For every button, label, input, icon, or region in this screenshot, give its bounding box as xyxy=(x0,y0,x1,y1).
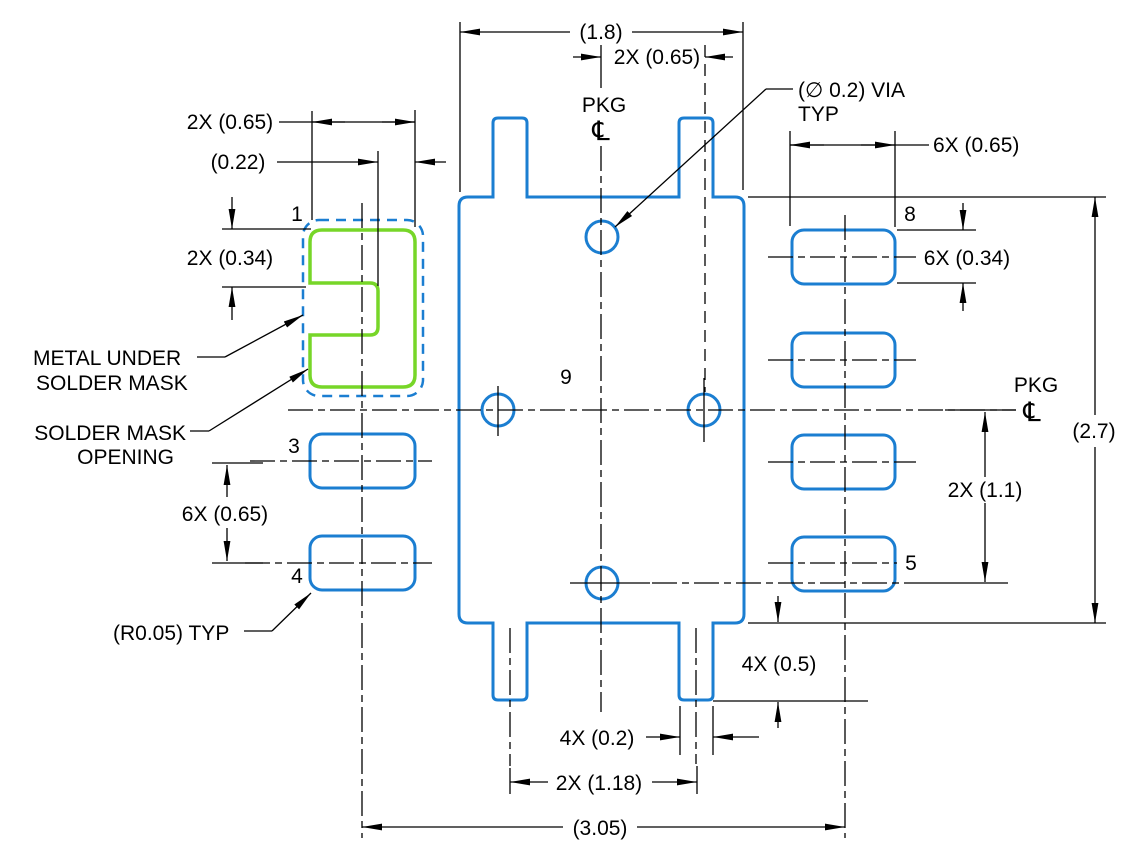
dim-6x034-right-label: 6X (0.34) xyxy=(924,247,1010,270)
via-leader-diagonal xyxy=(614,88,767,228)
r005-typ-label: (R0.05) TYP xyxy=(113,622,229,645)
pin-3-label: 3 xyxy=(288,435,300,458)
dim-2-7-label: (2.7) xyxy=(1072,420,1115,443)
mask-leader-diagonal xyxy=(208,368,309,432)
dim-4x05-label: 4X (0.5) xyxy=(742,653,817,676)
solder-mask-opening-label-line1: SOLDER MASK xyxy=(34,422,186,445)
dim-1-8-label: (1.8) xyxy=(579,21,622,44)
pkg-right-label: PKG xyxy=(1014,374,1058,397)
solder-mask-opening-outline xyxy=(301,218,425,398)
solder-mask-layer xyxy=(301,218,425,398)
via-callout-line1: (∅ 0.2) VIA xyxy=(798,79,905,102)
dim-4x02-label: 4X (0.2) xyxy=(560,727,635,750)
via-callout-line2: TYP xyxy=(798,103,839,126)
r005-leader-diagonal xyxy=(271,592,312,632)
dim-2x065-top-label: 2X (0.65) xyxy=(614,46,700,69)
dim-6x065-left-label: 6X (0.65) xyxy=(182,503,268,526)
dim-6x065-right-label: 6X (0.65) xyxy=(933,134,1019,157)
metal-under-mask-label-line1: METAL UNDER xyxy=(33,347,181,370)
pin-8-label: 8 xyxy=(904,203,916,226)
copper-layer xyxy=(308,116,897,702)
solder-mask-opening-label-line2: OPENING xyxy=(77,446,174,469)
pin-5-label: 5 xyxy=(905,552,917,575)
dim-0-22-label: (0.22) xyxy=(211,151,266,174)
pkg-top-centerline-symbol: ℄ xyxy=(591,116,610,146)
metal-layer xyxy=(308,228,417,389)
dim-3-05-label: (3.05) xyxy=(573,817,628,840)
annotations: (1.8) 2X (0.65) PKG ℄ (∅ 0.2) VIA TYP 6X… xyxy=(33,21,1116,840)
pkg-top-label: PKG xyxy=(582,94,626,117)
pin-9-label: 9 xyxy=(560,366,572,389)
pad-1-metal-outline xyxy=(308,228,417,389)
dim-2x065-left-label: 2X (0.65) xyxy=(187,111,273,134)
centerlines xyxy=(245,146,1016,838)
dim-2x1-1-label: 2X (1.1) xyxy=(948,479,1023,502)
metal-under-mask-label-line2: SOLDER MASK xyxy=(36,372,188,395)
pin-4-label: 4 xyxy=(291,565,303,588)
dim-2x034-left-label: 2X (0.34) xyxy=(187,247,273,270)
pin-1-label: 1 xyxy=(291,203,303,226)
dimension-lines xyxy=(190,22,1106,831)
pkg-right-centerline-symbol: ℄ xyxy=(1022,397,1041,427)
via-top xyxy=(584,219,620,255)
metal-leader-diagonal xyxy=(224,314,304,358)
pad-5 xyxy=(790,535,897,593)
center-thermal-pad xyxy=(457,116,746,702)
dim-2x118-label: 2X (1.18) xyxy=(556,772,642,795)
